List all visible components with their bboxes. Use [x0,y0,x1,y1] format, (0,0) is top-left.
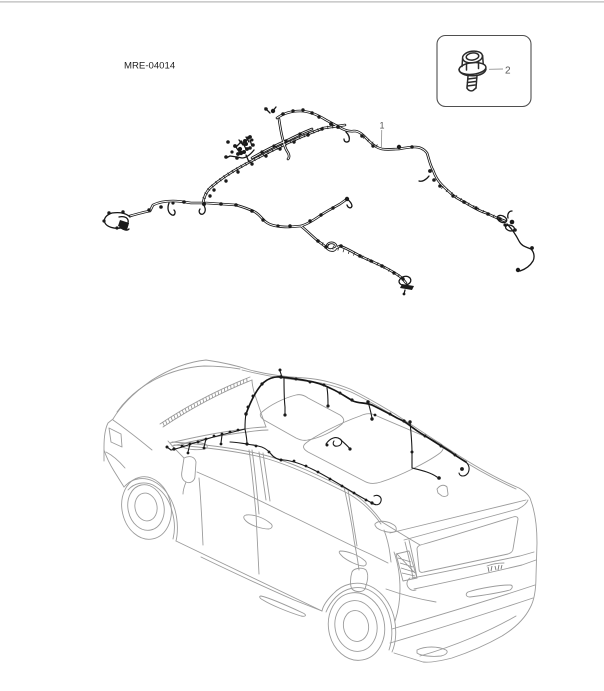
svg-text:MRE-04014: MRE-04014 [124,61,176,72]
svg-text:2: 2 [505,66,511,77]
svg-text:1: 1 [380,121,385,131]
